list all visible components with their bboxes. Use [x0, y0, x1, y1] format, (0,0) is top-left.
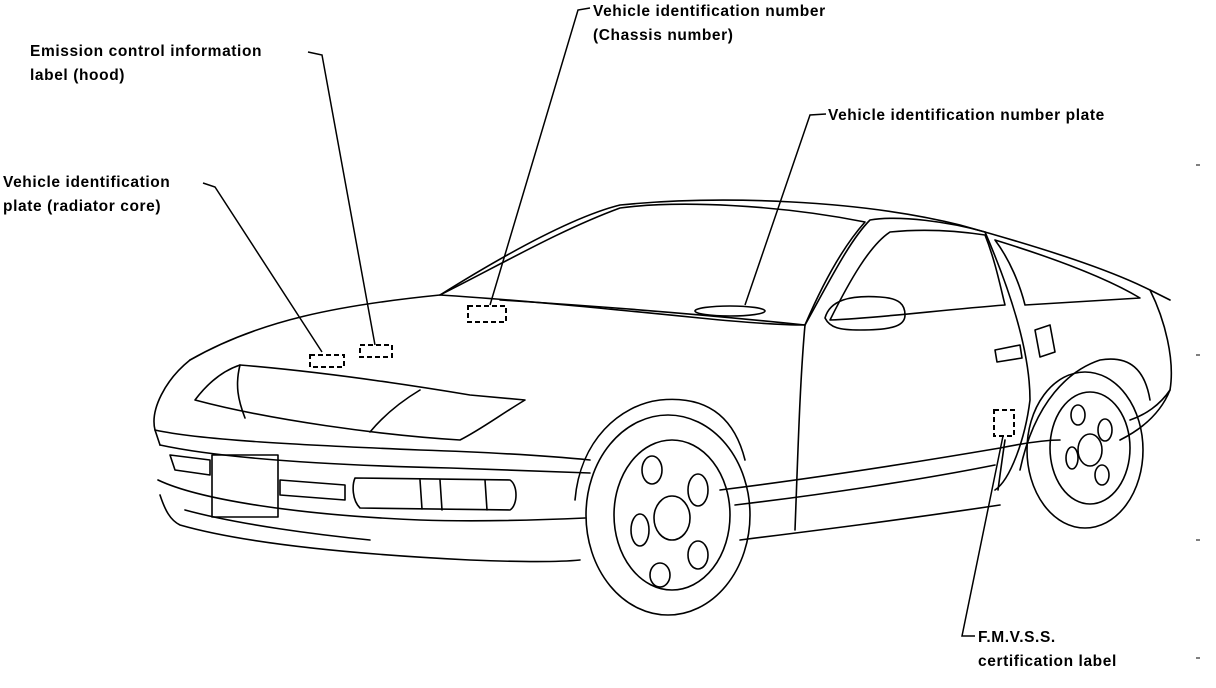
bumper-top [154, 429, 591, 461]
emission-line1: Emission control information [30, 43, 263, 60]
bumper-line-2 [159, 444, 591, 474]
door-front-edge [794, 324, 806, 531]
vin-core-leader [202, 182, 323, 353]
rear-hub [1077, 433, 1103, 467]
vin-number-plate-leader [744, 113, 827, 306]
vin-plate-core-label-text: Vehicle identification plate (radiator c… [3, 171, 170, 219]
bumper-slot [279, 479, 346, 501]
windshield [439, 203, 866, 326]
side-window [829, 229, 1006, 321]
lower-body-line [739, 504, 1001, 541]
vin-chassis-leader [489, 7, 591, 306]
vin-number-plate-label-text: Vehicle identification number plate [828, 104, 1105, 128]
hood-crease-2 [369, 389, 421, 433]
roof-outline [439, 199, 1171, 301]
rear-side-window [994, 239, 1141, 306]
front-rim [613, 439, 731, 591]
side-sill [719, 439, 1061, 491]
hood-front-edge [189, 294, 441, 361]
vin-chassis-line1: Vehicle identification number [593, 3, 826, 20]
license-plate [211, 454, 279, 518]
vin-plate-core-line2: plate (radiator core) [3, 198, 162, 215]
hood-crease [236, 364, 246, 419]
emission-line2: label (hood) [30, 67, 126, 84]
vin-number-plate-shape [694, 305, 766, 317]
door-handle [994, 344, 1023, 363]
front-hub [653, 495, 691, 541]
front-light-left [169, 454, 211, 476]
fmvss-label-text: F.M.V.S.S. certification label [978, 626, 1117, 674]
rear-bumper [1129, 389, 1171, 421]
rear-wheel-arch [1019, 358, 1151, 471]
cowl [499, 299, 806, 326]
vin-chassis-line2: (Chassis number) [593, 27, 734, 44]
front-nose [153, 359, 191, 446]
fmvss-marker [993, 409, 1015, 437]
vin-number-plate-line: Vehicle identification number plate [828, 107, 1105, 124]
rear-rim [1049, 391, 1131, 505]
fmvss-leader [961, 435, 1004, 637]
vin-chassis-marker [467, 305, 507, 323]
headlamp [352, 477, 517, 511]
door-shut-line [997, 439, 1006, 491]
vin-plate-core-line1: Vehicle identification [3, 174, 171, 191]
hood-panel-left [194, 364, 526, 441]
chin [159, 494, 581, 563]
fuel-door [1034, 324, 1056, 358]
fmvss-line1: F.M.V.S.S. [978, 629, 1056, 646]
rear-tire [1026, 371, 1144, 529]
vin-chassis-label-text: Vehicle identification number (Chassis n… [593, 0, 826, 48]
front-tire [585, 414, 751, 616]
side-mirror [824, 295, 906, 331]
fmvss-line2: certification label [978, 653, 1117, 670]
emission-label-text: Emission control information label (hood… [30, 40, 262, 88]
bumper-lower [157, 479, 586, 522]
emission-label-marker [359, 344, 393, 358]
emission-leader [307, 51, 376, 346]
a-pillar [804, 217, 986, 326]
car-body [153, 199, 1173, 616]
rear-body [1119, 289, 1173, 441]
door-rear-edge [984, 231, 1031, 491]
side-sill-2 [734, 464, 996, 506]
vin-plate-core-marker [309, 354, 345, 368]
front-wheel-arch [574, 398, 746, 501]
front-lower-lip [184, 509, 371, 541]
